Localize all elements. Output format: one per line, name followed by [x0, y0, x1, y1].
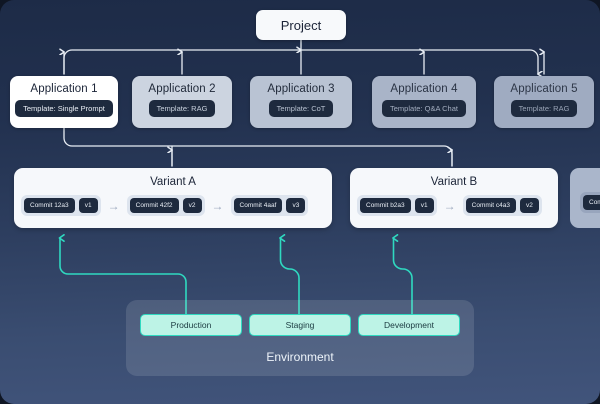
application-card-2[interactable]: Application 2 Template: RAG	[132, 76, 232, 128]
application-title: Application 2	[148, 83, 216, 95]
version-chip: v1	[78, 198, 98, 213]
project-label: Project	[280, 17, 322, 33]
application-title: Application 3	[267, 83, 335, 95]
commit-chip: Commit 4aaf	[233, 198, 283, 213]
application-title: Application 5	[510, 83, 578, 95]
commit-arrow-icon: →	[443, 198, 456, 213]
version-chip: v2	[182, 198, 202, 213]
commit-chip: Commit b2a3	[360, 198, 411, 213]
application-template-badge: Template: Single Prompt	[15, 100, 113, 117]
variant-title: Variant B	[430, 176, 478, 188]
commit-group: Com	[580, 192, 600, 213]
commit-chip: Commit 42f2	[129, 198, 179, 213]
version-chip: v2	[519, 198, 539, 213]
version-chip: v3	[286, 198, 306, 213]
commit-chip: Commit c4a3	[465, 198, 516, 213]
application-template-badge: Template: Q&A Chat	[382, 100, 466, 117]
application-card-3[interactable]: Application 3 Template: CoT	[250, 76, 352, 128]
application-card-4[interactable]: Application 4 Template: Q&A Chat	[372, 76, 476, 128]
environment-chip-development[interactable]: Development	[358, 314, 460, 336]
application-card-1[interactable]: Application 1 Template: Single Prompt	[10, 76, 118, 128]
project-to-apps-connectors	[64, 39, 544, 74]
application-title: Application 1	[30, 83, 98, 95]
variant-title: Variant A	[150, 176, 196, 188]
variant-card-partial[interactable]: Com	[570, 168, 600, 228]
commit-arrow-icon: →	[107, 198, 120, 213]
environment-label: Environment	[266, 350, 334, 364]
app1-to-variants-connectors	[63, 127, 452, 167]
application-template-badge: Template: RAG	[510, 100, 578, 117]
version-chip: v1	[414, 198, 434, 213]
commit-chip: Commit 12a3	[24, 198, 75, 213]
application-template-badge: Template: CoT	[268, 100, 334, 117]
commit-arrow-icon: →	[211, 198, 224, 213]
environment-card: Production Staging Development Environment	[126, 300, 474, 376]
environment-chips: Production Staging Development	[126, 300, 474, 336]
environment-chip-staging[interactable]: Staging	[249, 314, 351, 336]
application-title: Application 4	[390, 83, 458, 95]
application-template-badge: Template: RAG	[148, 100, 216, 117]
application-card-5[interactable]: Application 5 Template: RAG	[494, 76, 594, 128]
project-node[interactable]: Project	[256, 10, 346, 40]
environment-chip-production[interactable]: Production	[140, 314, 242, 336]
commit-chip: Com	[583, 195, 600, 210]
